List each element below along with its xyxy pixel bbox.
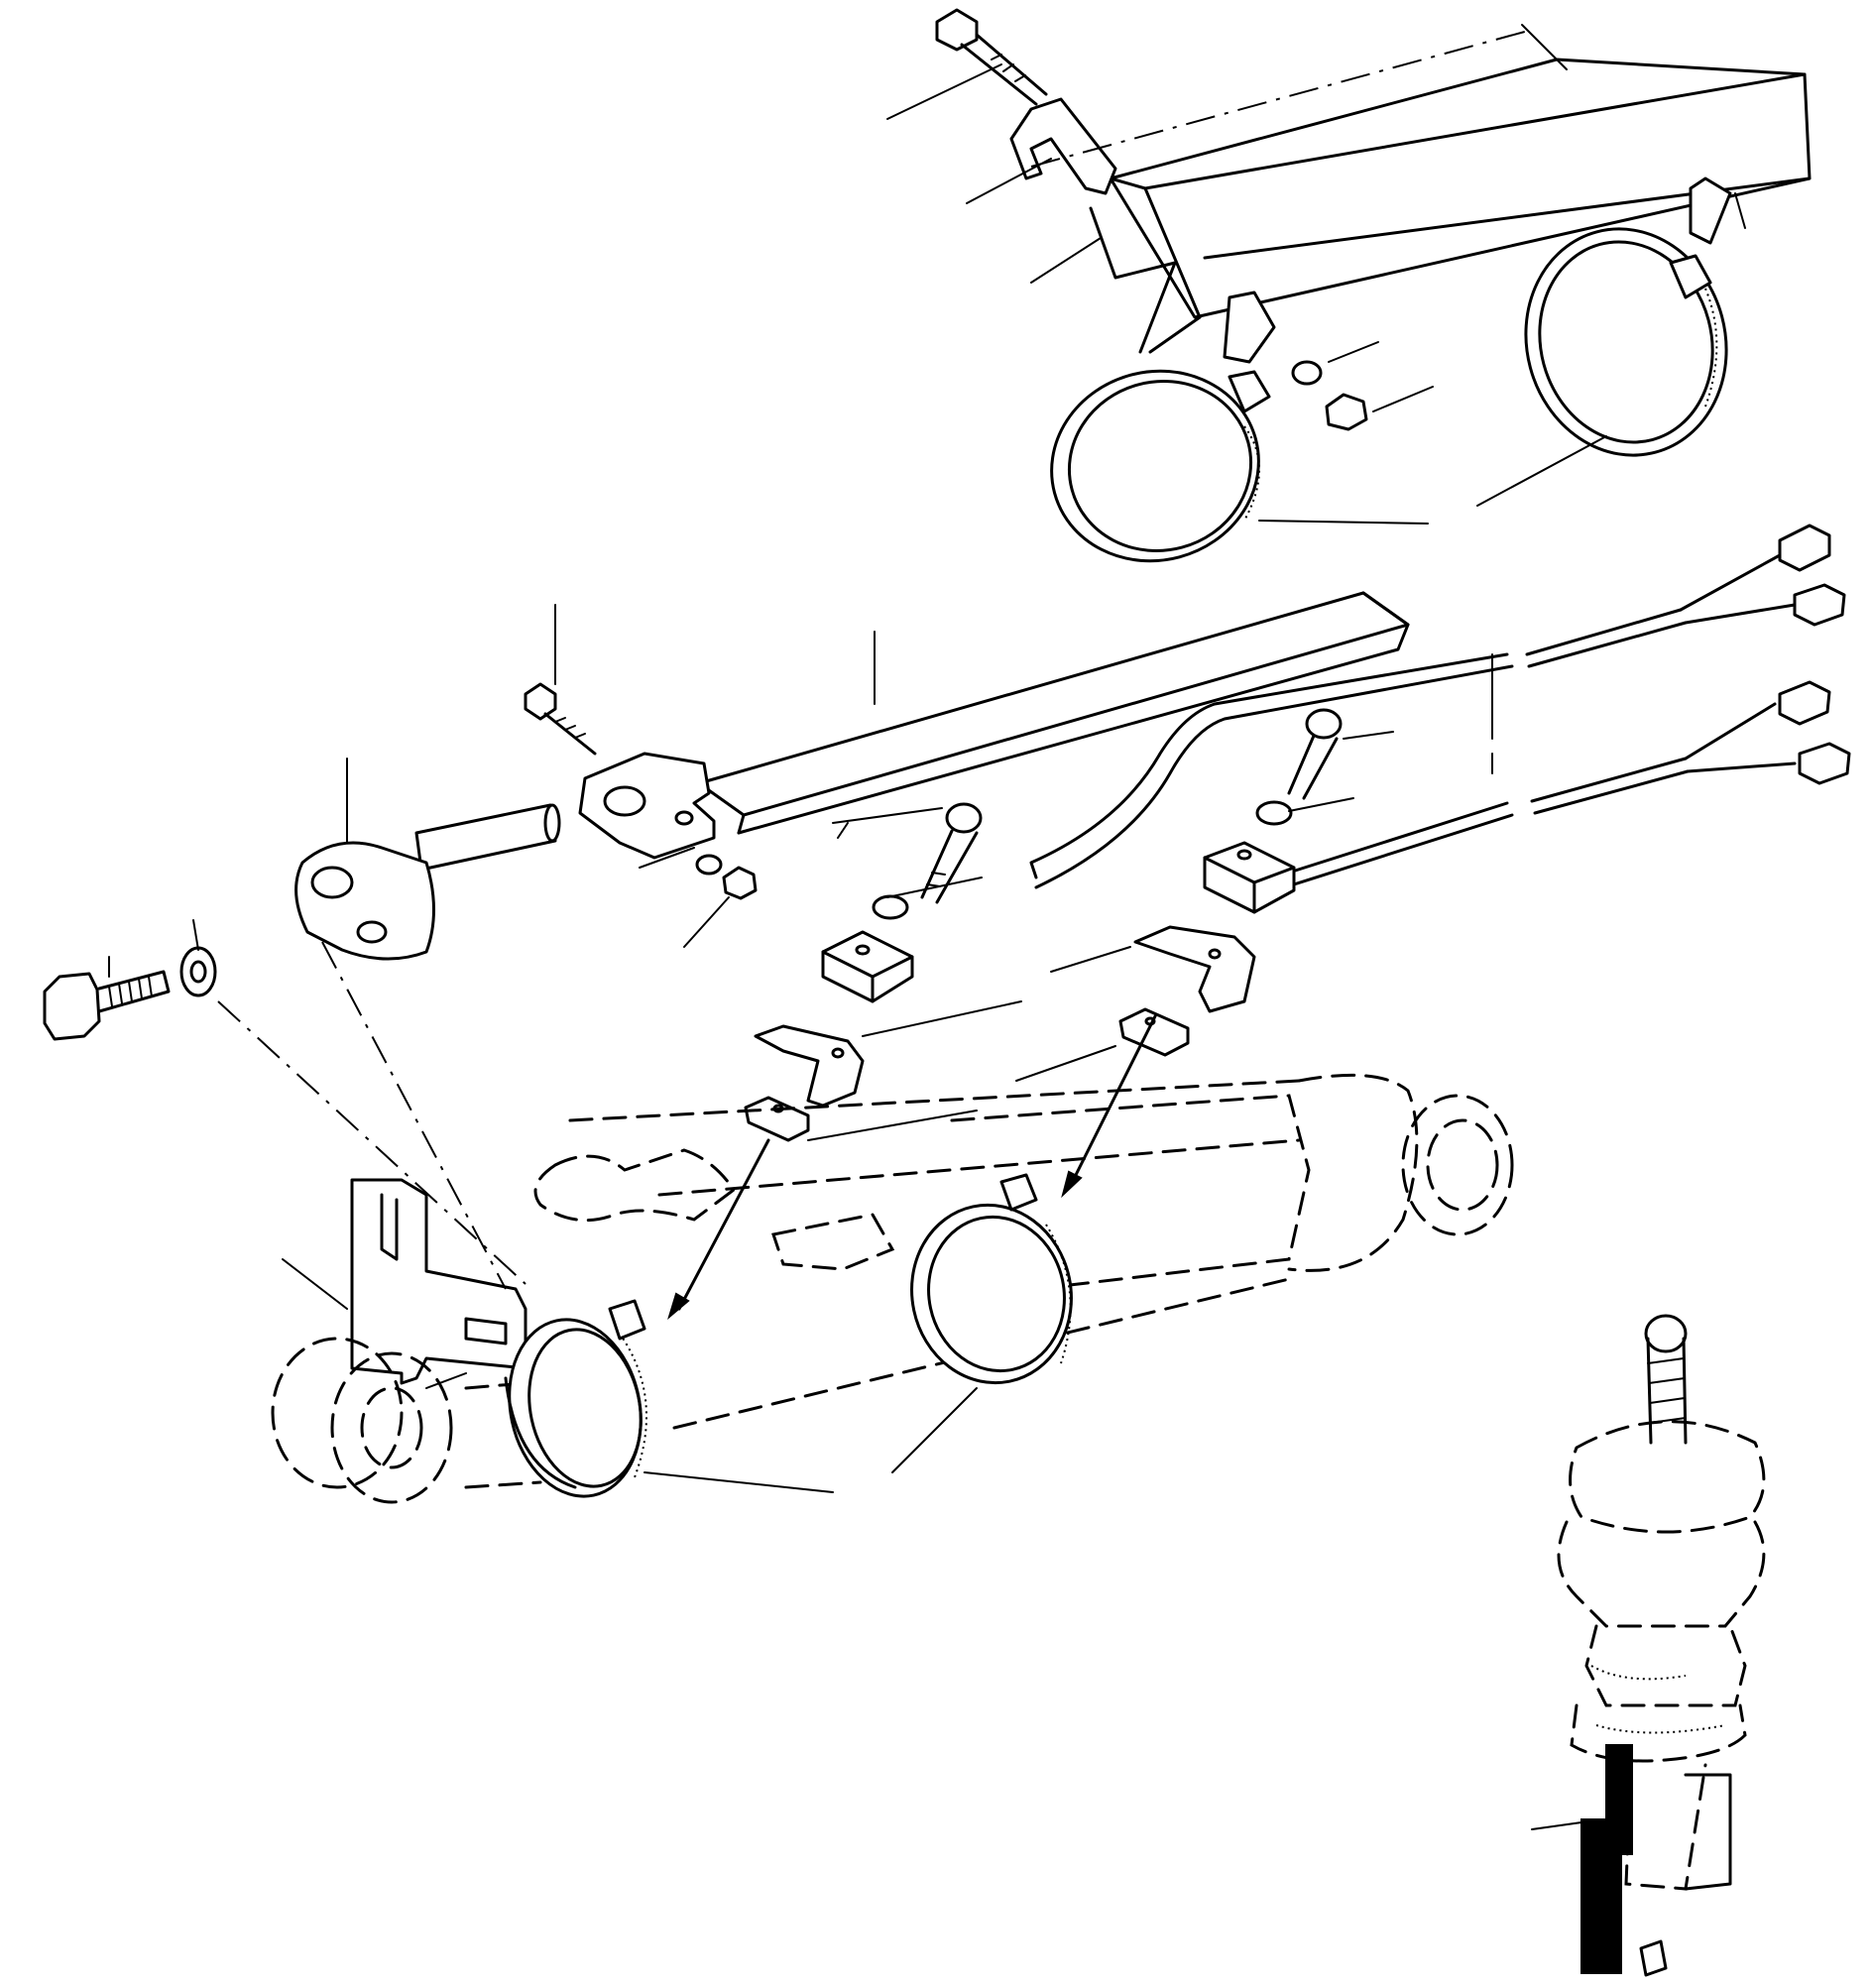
connector-lower-1 (1778, 680, 1831, 726)
lock-washer (872, 894, 909, 920)
hex-bolt (43, 970, 171, 1041)
sensor-bar-block (578, 752, 716, 860)
cap-screw-upper (1287, 708, 1343, 800)
mount-bracket-left (754, 1024, 865, 1108)
sensor-block-right (1203, 841, 1296, 914)
lock-washer-upper (1255, 800, 1293, 826)
clip-left (744, 1096, 810, 1142)
pivot-pin (294, 803, 561, 961)
connector-upper-1 (1778, 524, 1831, 572)
centerlines (217, 941, 526, 1290)
cylinder-detail-view (1557, 1314, 1766, 1977)
bar-nut (722, 866, 758, 900)
guard-bolt (935, 8, 1048, 106)
leader-lines (108, 24, 1746, 1830)
guard-bracket (1009, 97, 1117, 195)
guard-nut (1325, 393, 1368, 431)
guard-clamp-right (1524, 227, 1728, 457)
sensor-cable-lower (1287, 702, 1797, 886)
l-bracket (350, 1178, 527, 1385)
assembly-arrows (667, 1014, 1157, 1320)
guard-washer (1291, 360, 1323, 386)
bar-bolt (524, 682, 597, 756)
sensor-cable-upper (1029, 553, 1797, 889)
upper-centerline (1030, 29, 1533, 168)
sensor-bar (697, 591, 1410, 835)
cylinder-clamp-left (504, 1299, 647, 1498)
mount-bracket-right (1133, 925, 1256, 1013)
guard-tab-right (1689, 176, 1732, 245)
flat-washer (179, 946, 217, 997)
connector-upper-2 (1793, 583, 1846, 627)
connector-lower-2 (1798, 742, 1851, 785)
cylinder-clamp-right (910, 1173, 1073, 1385)
guard-clamp-left (1050, 369, 1271, 563)
bar-washer (695, 854, 723, 876)
guard-tab-left (1223, 291, 1276, 364)
sensor-block-left (821, 930, 914, 1003)
upper-guard-cover (1089, 58, 1812, 354)
cap-screw (920, 802, 983, 904)
